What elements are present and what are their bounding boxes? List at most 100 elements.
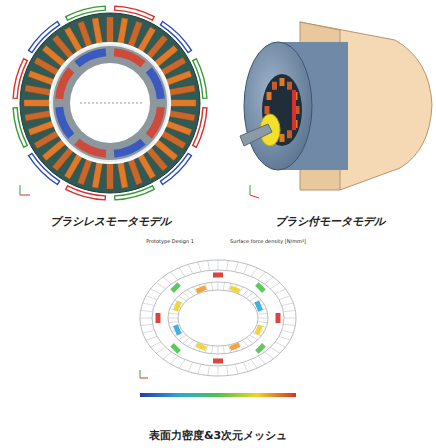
armature-coil bbox=[267, 92, 272, 100]
mesh-line bbox=[250, 335, 258, 340]
mesh-line bbox=[235, 262, 238, 272]
force-patch bbox=[170, 282, 181, 293]
stator-slot bbox=[117, 18, 128, 45]
mesh-model bbox=[140, 260, 296, 397]
mesh-line bbox=[150, 342, 160, 347]
bore bbox=[70, 63, 150, 143]
mesh-line bbox=[251, 360, 257, 369]
mesh-line bbox=[183, 293, 190, 299]
force-patch bbox=[255, 343, 266, 354]
mesh-line bbox=[198, 364, 201, 374]
stator bbox=[20, 13, 200, 193]
force-patch bbox=[173, 324, 181, 335]
mesh-line bbox=[168, 318, 178, 319]
mesh-line bbox=[265, 277, 273, 284]
mesh-line bbox=[163, 352, 171, 359]
force-patch bbox=[255, 282, 266, 293]
force-patch bbox=[196, 342, 207, 350]
mesh-line bbox=[179, 268, 185, 277]
stator-slot bbox=[107, 163, 113, 189]
force-patch bbox=[173, 301, 181, 312]
mesh-line bbox=[283, 310, 295, 311]
brush bbox=[292, 90, 296, 130]
mesh-line bbox=[140, 318, 152, 319]
panel-caption: ブラシ付モータモデル bbox=[275, 214, 385, 229]
color-bar bbox=[140, 393, 296, 397]
stator-slot bbox=[117, 162, 128, 189]
mesh-line bbox=[218, 260, 219, 270]
mesh-line bbox=[282, 303, 294, 306]
mesh-line bbox=[258, 356, 265, 364]
mesh-line bbox=[242, 289, 248, 295]
mesh-line bbox=[275, 342, 285, 347]
mesh-line bbox=[279, 296, 290, 300]
mesh-line bbox=[211, 282, 212, 290]
mesh-line bbox=[258, 318, 268, 319]
shaft bbox=[240, 124, 272, 146]
mesh-line bbox=[235, 364, 238, 374]
plot-title: Surface force density [N/mm²] bbox=[230, 238, 306, 244]
stator-slot bbox=[24, 100, 50, 106]
force-patch bbox=[229, 342, 240, 350]
mesh-line bbox=[156, 347, 166, 353]
mesh-line bbox=[250, 296, 258, 301]
mesh-line bbox=[282, 330, 294, 333]
stator-slot bbox=[165, 121, 192, 136]
panel-caption: 表面力密度&3次元メッシュ bbox=[149, 428, 287, 443]
armature-coil bbox=[265, 106, 270, 114]
force-patch bbox=[170, 343, 181, 354]
mesh-line bbox=[258, 322, 268, 323]
panel-caption: ブラシレスモータモデル bbox=[50, 214, 171, 229]
mesh-line bbox=[171, 356, 178, 364]
mesh-line bbox=[156, 283, 166, 289]
armature-coil bbox=[287, 82, 292, 90]
stator-slot bbox=[169, 110, 196, 121]
stator-slot bbox=[128, 158, 143, 185]
stator-slot bbox=[128, 21, 143, 48]
mesh-line bbox=[168, 313, 178, 314]
stator-slot bbox=[107, 17, 113, 43]
mesh-line bbox=[243, 362, 248, 371]
mesh-line bbox=[218, 282, 219, 290]
yoke-face bbox=[244, 42, 312, 170]
mesh-line bbox=[178, 296, 186, 301]
mesh-line bbox=[188, 362, 193, 371]
rotor bbox=[53, 46, 167, 160]
mesh-line bbox=[251, 268, 257, 277]
brushless-motor bbox=[13, 6, 207, 200]
mesh-line bbox=[141, 324, 153, 325]
mesh-line bbox=[163, 277, 171, 284]
force-patch bbox=[156, 313, 161, 323]
mesh-line bbox=[208, 260, 210, 270]
mesh-ring bbox=[140, 260, 296, 376]
stator-slot bbox=[165, 71, 192, 86]
mesh-line bbox=[188, 289, 194, 295]
stator-slot bbox=[92, 18, 103, 45]
stator-slot bbox=[64, 27, 83, 53]
mesh-line bbox=[146, 336, 157, 340]
stator-slot bbox=[25, 110, 52, 121]
stator-slot bbox=[92, 162, 103, 189]
mesh-line bbox=[150, 289, 160, 294]
mesh-line bbox=[223, 346, 224, 354]
axis-y bbox=[140, 370, 141, 378]
axis-y bbox=[20, 185, 21, 195]
stator-slot bbox=[137, 153, 156, 179]
axis-y bbox=[250, 185, 251, 195]
force-patch bbox=[196, 285, 207, 293]
mesh-ring bbox=[168, 282, 268, 354]
mesh-line bbox=[246, 338, 253, 344]
mesh-line bbox=[143, 330, 155, 333]
armature-coil bbox=[280, 78, 285, 86]
mesh-line bbox=[179, 360, 185, 369]
mesh-line bbox=[171, 272, 178, 280]
armature-coil bbox=[280, 134, 285, 142]
force-patch bbox=[254, 324, 262, 335]
armature-coil bbox=[272, 82, 277, 90]
force-patch bbox=[254, 301, 262, 312]
force-patch bbox=[229, 285, 240, 293]
mesh-ring bbox=[152, 270, 284, 366]
stator-slot bbox=[28, 71, 55, 86]
mesh-line bbox=[270, 283, 280, 289]
axis-x bbox=[20, 195, 30, 196]
